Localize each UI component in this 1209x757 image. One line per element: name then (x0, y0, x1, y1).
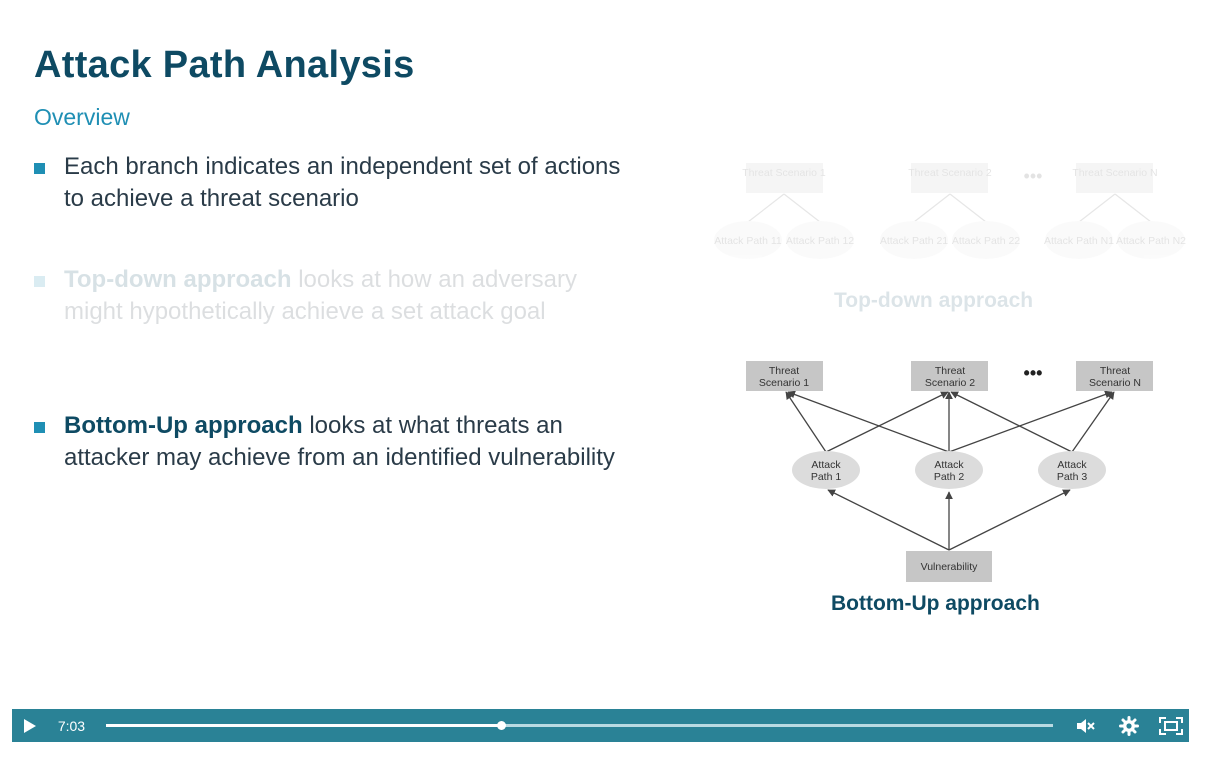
top-scenario-2-box (911, 163, 988, 193)
top-path-11-label: Attack Path 11 (714, 235, 782, 247)
mute-button[interactable] (1067, 709, 1103, 742)
progress-handle[interactable] (496, 721, 506, 730)
attack-path-3-node (1038, 451, 1106, 489)
top-path-12-node (786, 221, 854, 259)
bullet-rest: looks at what threats an attacker may ac… (64, 412, 615, 471)
bullet-bold: Top-down approach (64, 266, 292, 293)
bullet-text: Each branch indicates an independent set… (64, 153, 621, 212)
bullet-rest: looks at how an adversary might hypothet… (64, 266, 578, 325)
top-path-22-label: Attack Path 22 (952, 235, 1020, 247)
top-path-12-label: Attack Path 12 (786, 235, 854, 247)
bottom-ellipsis: ••• (1024, 363, 1043, 383)
mute-icon (1077, 718, 1096, 733)
top-scenario-1-box (746, 163, 823, 193)
top-scenario-1-label: Threat Scenario 1 (742, 167, 826, 179)
scenario-n-box (1076, 361, 1153, 391)
bottom-up-caption: Bottom-Up approach (831, 592, 1040, 615)
top-path-n2-label: Attack Path N2 (1116, 235, 1186, 247)
vulnerability-box (906, 551, 992, 582)
top-path-21-node (880, 221, 948, 259)
progress-fill (105, 724, 501, 727)
top-ellipsis: ••• (1024, 166, 1043, 186)
scenario-1-box (746, 361, 823, 391)
top-path-22-node (952, 221, 1020, 259)
top-path-n1-node (1045, 221, 1113, 259)
top-path-n1-label: Attack Path N1 (1044, 235, 1114, 247)
play-button[interactable] (12, 709, 48, 742)
top-path-11-node (714, 221, 782, 259)
page-title: Attack Path Analysis (34, 44, 415, 86)
bullet-marker (34, 422, 45, 433)
bullet-marker (34, 276, 45, 287)
play-icon (23, 718, 36, 733)
top-down-caption: Top-down approach (834, 289, 1034, 312)
current-time: 7:03 (57, 717, 86, 734)
attack-path-1-node (792, 451, 860, 489)
scenario-2-box (911, 361, 988, 391)
slide: Attack Path Analysis Overview Each branc… (34, 44, 1190, 620)
settings-button[interactable] (1111, 709, 1147, 742)
bullet-text: Bottom-Up approach looks at what threats… (64, 410, 624, 474)
settings-icon (1119, 715, 1140, 736)
attack-path-2-node (915, 451, 983, 489)
fullscreen-button[interactable] (1153, 709, 1189, 742)
bullet-marker (34, 163, 45, 174)
fullscreen-icon (1159, 716, 1184, 735)
top-down-diagram: Threat Scenario 1 Threat Scenario 2 Thre… (714, 163, 1186, 259)
top-path-21-label: Attack Path 21 (880, 235, 948, 247)
diagram-area: Threat Scenario 1 Threat Scenario 2 Thre… (690, 150, 1190, 620)
top-scenario-n-box (1076, 163, 1153, 193)
progress-bar[interactable] (105, 721, 1054, 730)
attack-path-diagrams: Threat Scenario 1 Threat Scenario 2 Thre… (714, 163, 1186, 582)
section-subtitle: Overview (34, 104, 130, 130)
bullet-text: Top-down approach looks at how an advers… (64, 264, 624, 328)
top-scenario-2-label: Threat Scenario 2 (908, 167, 992, 179)
top-scenario-n-label: Threat Scenario N (1072, 167, 1157, 179)
top-path-n2-node (1117, 221, 1185, 259)
vulnerability-label: Vulnerability (921, 561, 979, 573)
video-player-controls: 7:03 (12, 709, 1189, 742)
bullet-bold: Bottom-Up approach (64, 412, 303, 439)
